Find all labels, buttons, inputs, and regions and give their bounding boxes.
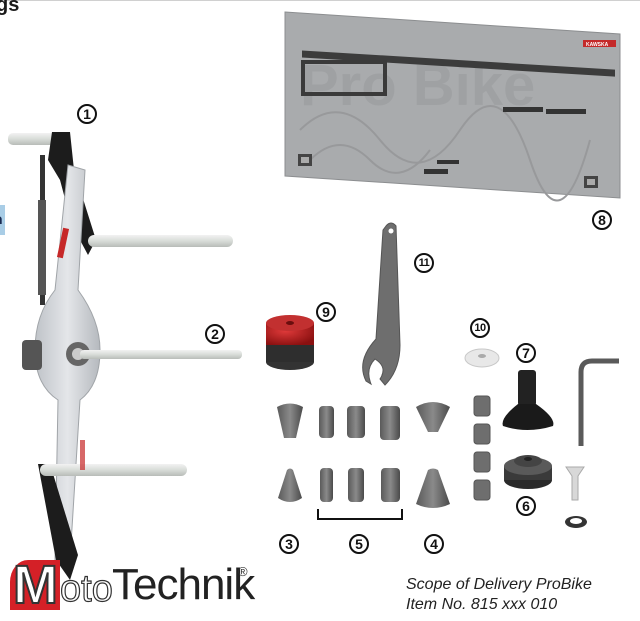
- allen-key-screw-ring-image: [565, 358, 619, 528]
- stand-arm-image: [8, 132, 242, 580]
- black-mount-image: [502, 370, 554, 430]
- spacers-image: [473, 395, 491, 501]
- callout-2: 2: [205, 324, 225, 344]
- group-bracket: [317, 509, 403, 520]
- side-tab[interactable]: n: [0, 205, 5, 235]
- callout-9: 9: [316, 302, 336, 322]
- hook-spanner-image: [362, 222, 401, 386]
- callout-10: 10: [470, 318, 490, 338]
- page-heading-fragment: gs: [0, 0, 20, 16]
- caption-title: Scope of Delivery ProBike: [406, 576, 592, 593]
- callout-7: 7: [516, 343, 536, 363]
- callout-8: 8: [592, 210, 612, 230]
- logo-oto-text: oto: [59, 567, 113, 610]
- callout-11: 11: [414, 253, 434, 273]
- svg-text:KAWSKA: KAWSKA: [586, 42, 609, 48]
- top-divider: [0, 0, 640, 1]
- callout-6: 6: [516, 496, 536, 516]
- cones-and-sleeves-image: [277, 402, 450, 508]
- side-tab-label: n: [0, 211, 3, 227]
- callout-1: 1: [77, 104, 97, 124]
- callout-5: 5: [349, 534, 369, 554]
- delivery-caption: Scope of Delivery ProBike Item No. 815 x…: [406, 575, 592, 615]
- caption-item-number: Item No. 815 xxx 010: [406, 596, 558, 613]
- logo-technik-text: Technik: [112, 560, 255, 609]
- base-adapter-image: [504, 455, 552, 489]
- wall-panel-image: Pro Bike KAWSKA: [284, 11, 621, 202]
- callout-3: 3: [279, 534, 299, 554]
- white-washer-image: [464, 348, 500, 368]
- red-adapter-image: [266, 315, 314, 370]
- registered-mark: ®: [238, 564, 248, 579]
- callout-4: 4: [424, 534, 444, 554]
- logo-m-block: M: [10, 554, 60, 616]
